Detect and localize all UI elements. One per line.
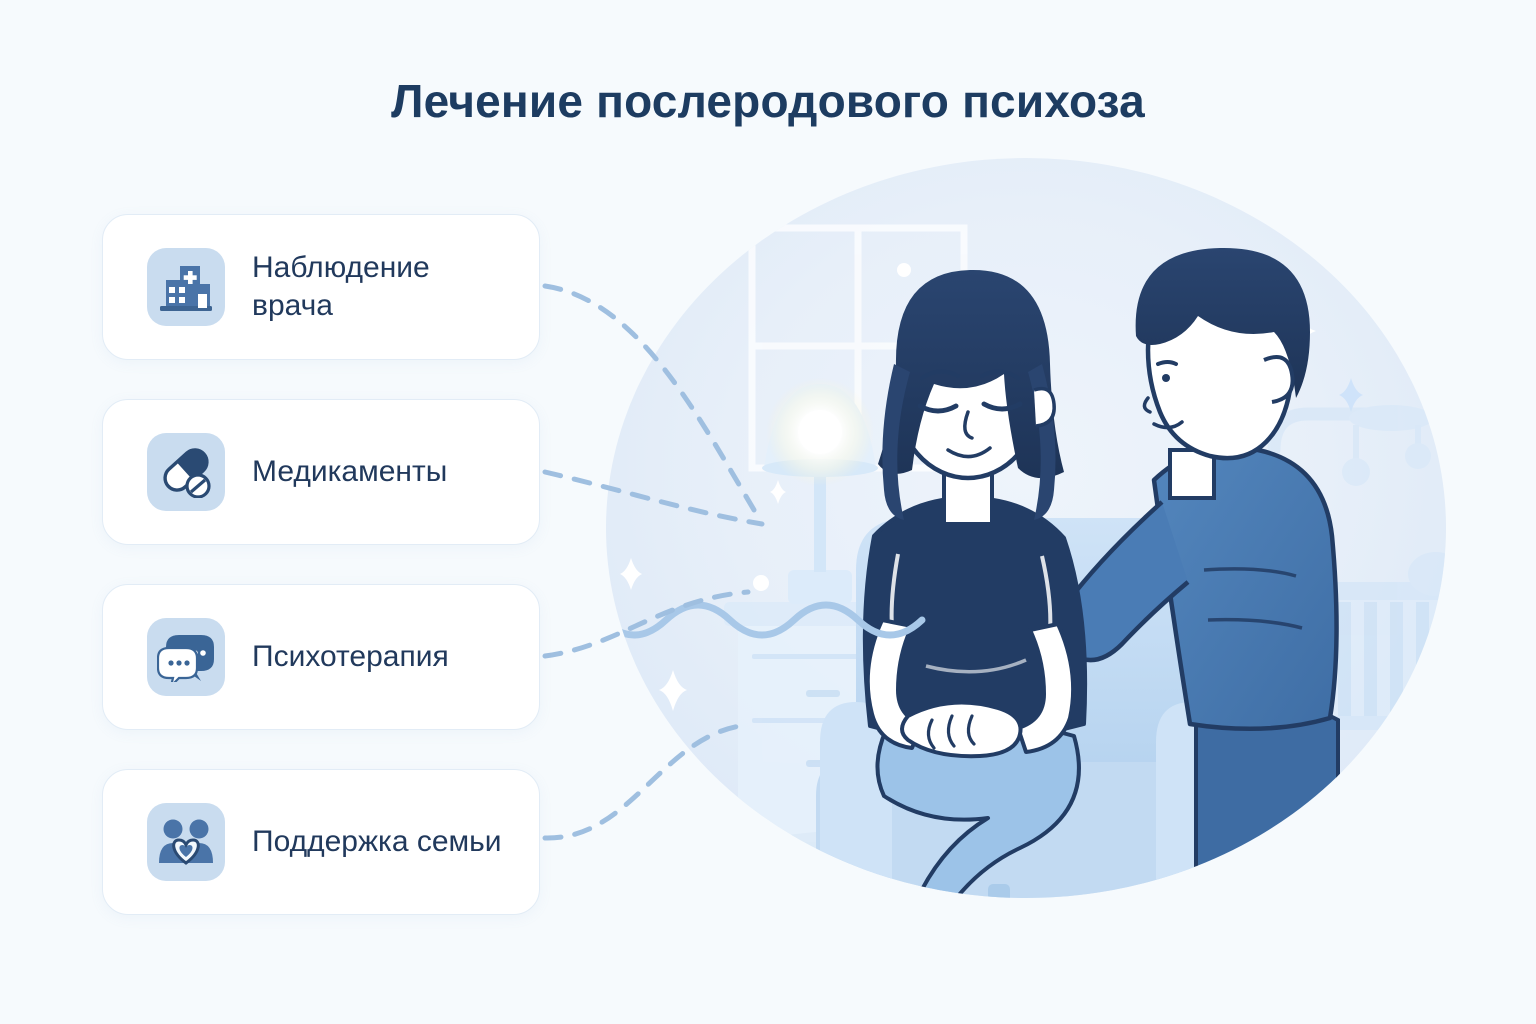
card-label: Наблюдение врача — [252, 250, 430, 322]
crib-mobile — [1267, 405, 1433, 486]
pill-capsule-icon — [163, 448, 211, 498]
table-lamp — [762, 378, 878, 604]
card-doctor-supervision[interactable]: Наблюдение врача — [102, 214, 540, 360]
speech-bubbles-icon-tile — [147, 618, 225, 696]
card-medication[interactable]: Медикаменты — [102, 399, 540, 545]
card-label: Психотерапия — [252, 639, 449, 673]
woman-figure — [862, 269, 1088, 898]
treatment-card-list: Наблюдение врача Медикаменты — [102, 214, 540, 954]
illustration — [556, 150, 1496, 910]
card-label: Поддержка семьи — [252, 824, 502, 858]
family-heart-icon — [159, 819, 213, 865]
hospital-icon-tile — [147, 248, 225, 326]
hospital-icon — [160, 266, 212, 311]
page-title: Лечение послеродового психоза — [391, 75, 1145, 127]
family-heart-icon-tile — [147, 803, 225, 881]
card-label: Медикаменты — [252, 454, 448, 488]
pill-capsule-icon-tile — [147, 433, 225, 511]
card-psychotherapy[interactable]: Психотерапия — [102, 584, 540, 730]
speech-bubbles-icon — [157, 635, 214, 682]
card-family-support[interactable]: Поддержка семьи — [102, 769, 540, 915]
